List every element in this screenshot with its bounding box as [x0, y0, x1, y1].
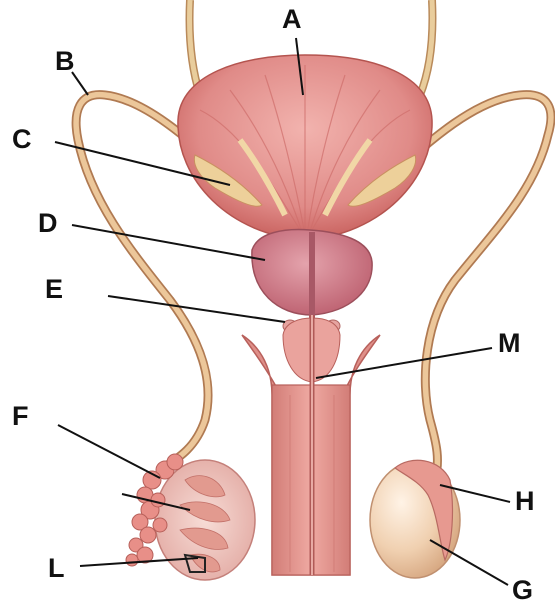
label-f: F	[12, 403, 29, 430]
penis-shaft	[242, 315, 380, 575]
prostate	[252, 230, 372, 318]
label-m: M	[498, 330, 521, 357]
label-g: G	[512, 577, 533, 604]
label-l: L	[48, 555, 65, 582]
label-d: D	[38, 210, 58, 237]
label-b: B	[55, 48, 75, 75]
label-a: A	[282, 6, 302, 33]
label-h: H	[515, 488, 535, 515]
bladder	[178, 55, 432, 240]
label-e: E	[45, 276, 63, 303]
testis-right	[370, 460, 460, 578]
label-c: C	[12, 126, 32, 153]
